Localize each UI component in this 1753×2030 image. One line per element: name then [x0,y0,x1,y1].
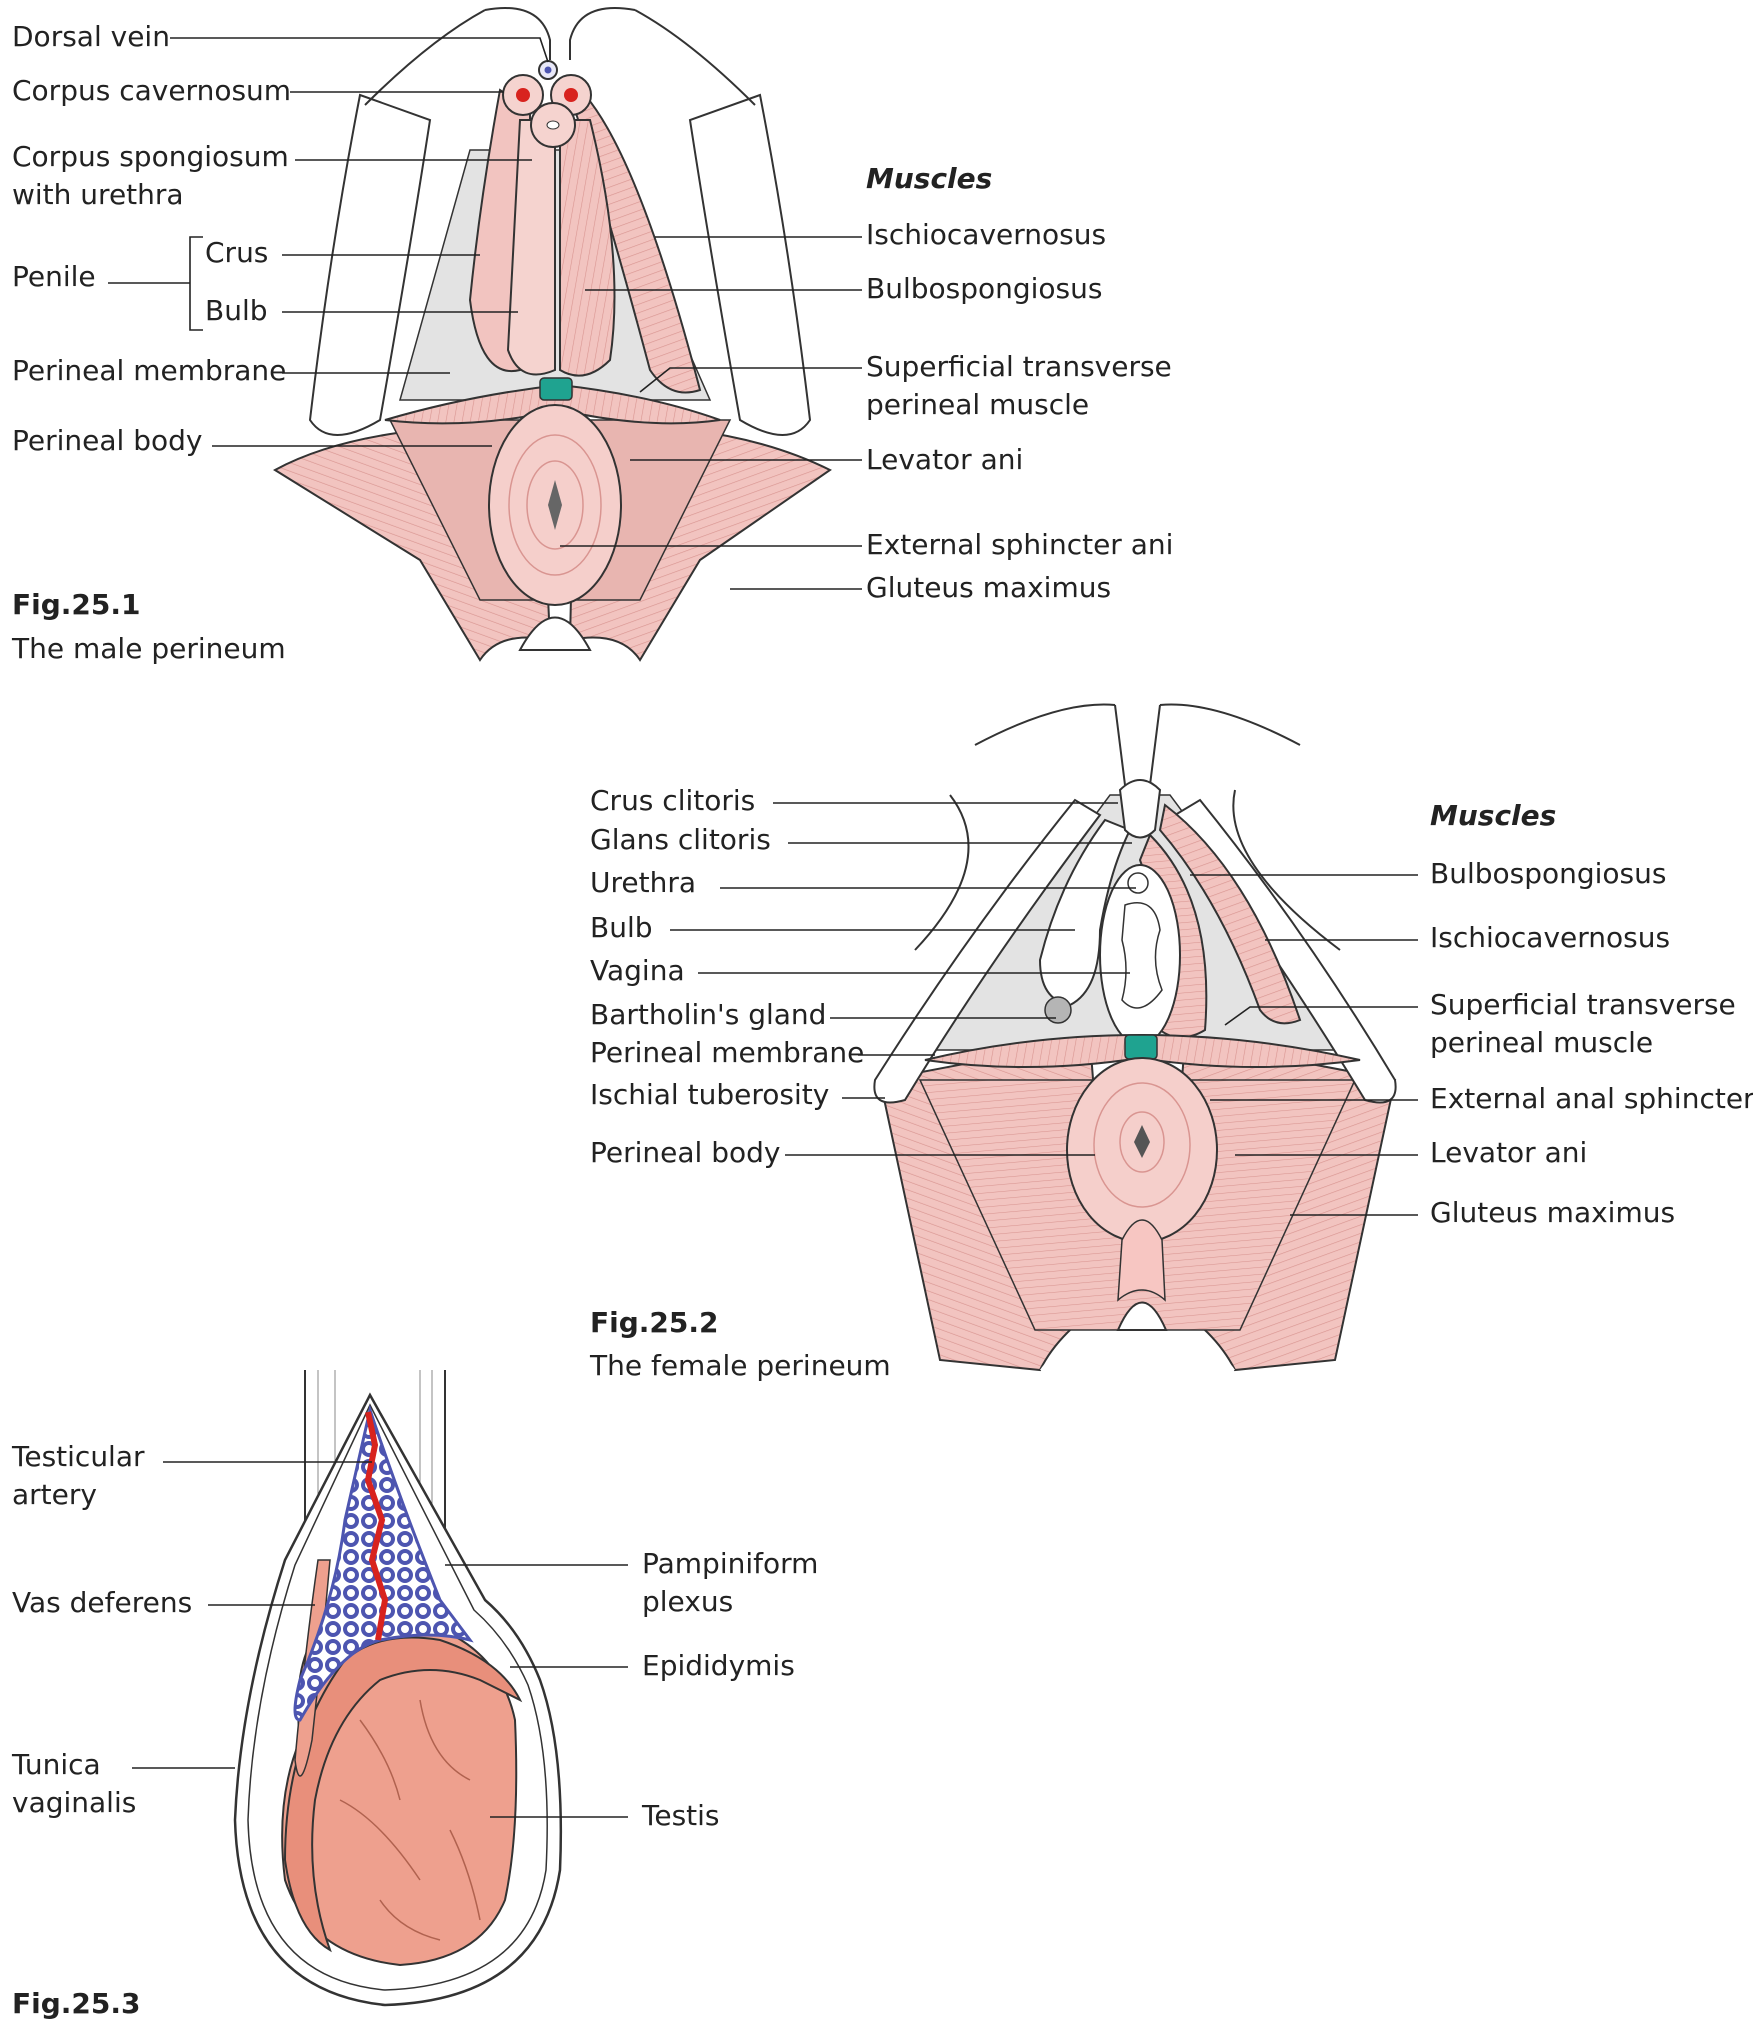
figure-number-25-2: Fig.25.2 [590,1306,719,1339]
label-bulb: Bulb [205,294,268,327]
label-vagina: Vagina [590,954,685,987]
label-perineal-membrane-female: Perineal membrane [590,1036,865,1069]
label-gluteus-maximus: Gluteus maximus [866,571,1112,604]
figure-number-25-3: Fig.25.3 [12,1987,141,2020]
label-bulb-female: Bulb [590,911,653,944]
label-bulbospongiosus: Bulbospongiosus [866,272,1103,305]
label-penile: Penile [12,260,96,293]
female-perineum-drawing [873,703,1397,1372]
label-perineal-body-female: Perineal body [590,1136,781,1169]
male-right-ramus [688,93,812,436]
label-vaginalis: vaginalis [12,1786,137,1819]
label-dorsal-vein: Dorsal vein [12,20,170,53]
label-external-sphincter-ani: External sphincter ani [866,528,1174,561]
label-corpus-cavernosum: Corpus cavernosum [12,74,292,107]
label-muscles-heading-female: Muscles [1430,799,1557,832]
label-gluteus-maximus-female: Gluteus maximus [1430,1196,1676,1229]
label-muscles-heading: Muscles [866,162,993,195]
label-perineal-membrane: Perineal membrane [12,354,287,387]
label-crus-clitoris: Crus clitoris [590,784,756,817]
label-pampiniform: Pampiniform [642,1547,819,1580]
female-bartholin-gland [1044,996,1072,1024]
male-perineum-drawing [273,7,832,662]
label-urethra: Urethra [590,866,697,899]
label-perineal-body: Perineal body [12,424,203,457]
label-testis: Testis [642,1799,720,1832]
label-crus: Crus [205,236,269,269]
label-levator-ani-female: Levator ani [1430,1136,1588,1169]
label-ischiocavernosus-female: Ischiocavernosus [1430,921,1671,954]
female-left-ramus [873,798,1102,1104]
label-superficial-transverse: Superficial transverse [866,350,1172,383]
figure-number-25-1: Fig.25.1 [12,588,141,621]
label-superficial-transverse-female: Superficial transverse [1430,988,1736,1021]
caption-male-perineum: The male perineum [12,632,286,665]
female-glans-clitoris [1118,779,1162,839]
label-glans-clitoris: Glans clitoris [590,823,771,856]
label-tunica: Tunica [12,1748,101,1781]
caption-female-perineum: The female perineum [590,1349,891,1382]
label-levator-ani: Levator ani [866,443,1024,476]
epididymis [283,1636,523,1953]
label-epididymis: Epididymis [642,1649,795,1682]
label-testicular: Testicular [12,1440,145,1473]
male-perineal-body [539,377,573,401]
label-vas-deferens: Vas deferens [12,1586,193,1619]
male-left-ramus [308,93,432,436]
leader-lines [108,37,1418,1818]
male-bulb [506,119,556,376]
testis-drawing [233,1370,563,2007]
label-perineal-muscle-female: perineal muscle [1430,1026,1654,1059]
label-bartholins-gland: Bartholin's gland [590,998,827,1031]
label-ischiocavernosus: Ischiocavernosus [866,218,1107,251]
label-corpus-spongiosum: Corpus spongiosum [12,140,289,173]
label-artery: artery [12,1478,97,1511]
label-plexus: plexus [642,1585,734,1618]
label-external-anal-sphincter: External anal sphincter [1430,1082,1753,1115]
female-ischiocavernosus [1158,803,1302,1025]
pampiniform-plexus [293,1404,474,1722]
label-ischial-tuberosity: Ischial tuberosity [590,1078,830,1111]
testicular-artery [364,1411,389,1641]
male-bulbospongiosus [559,119,616,377]
female-urethra [1127,872,1149,894]
label-perineal-muscle: perineal muscle [866,388,1090,421]
label-bulbospongiosus-female: Bulbospongiosus [1430,857,1667,890]
female-perineal-body [1124,1034,1158,1060]
label-with-urethra: with urethra [12,178,184,211]
